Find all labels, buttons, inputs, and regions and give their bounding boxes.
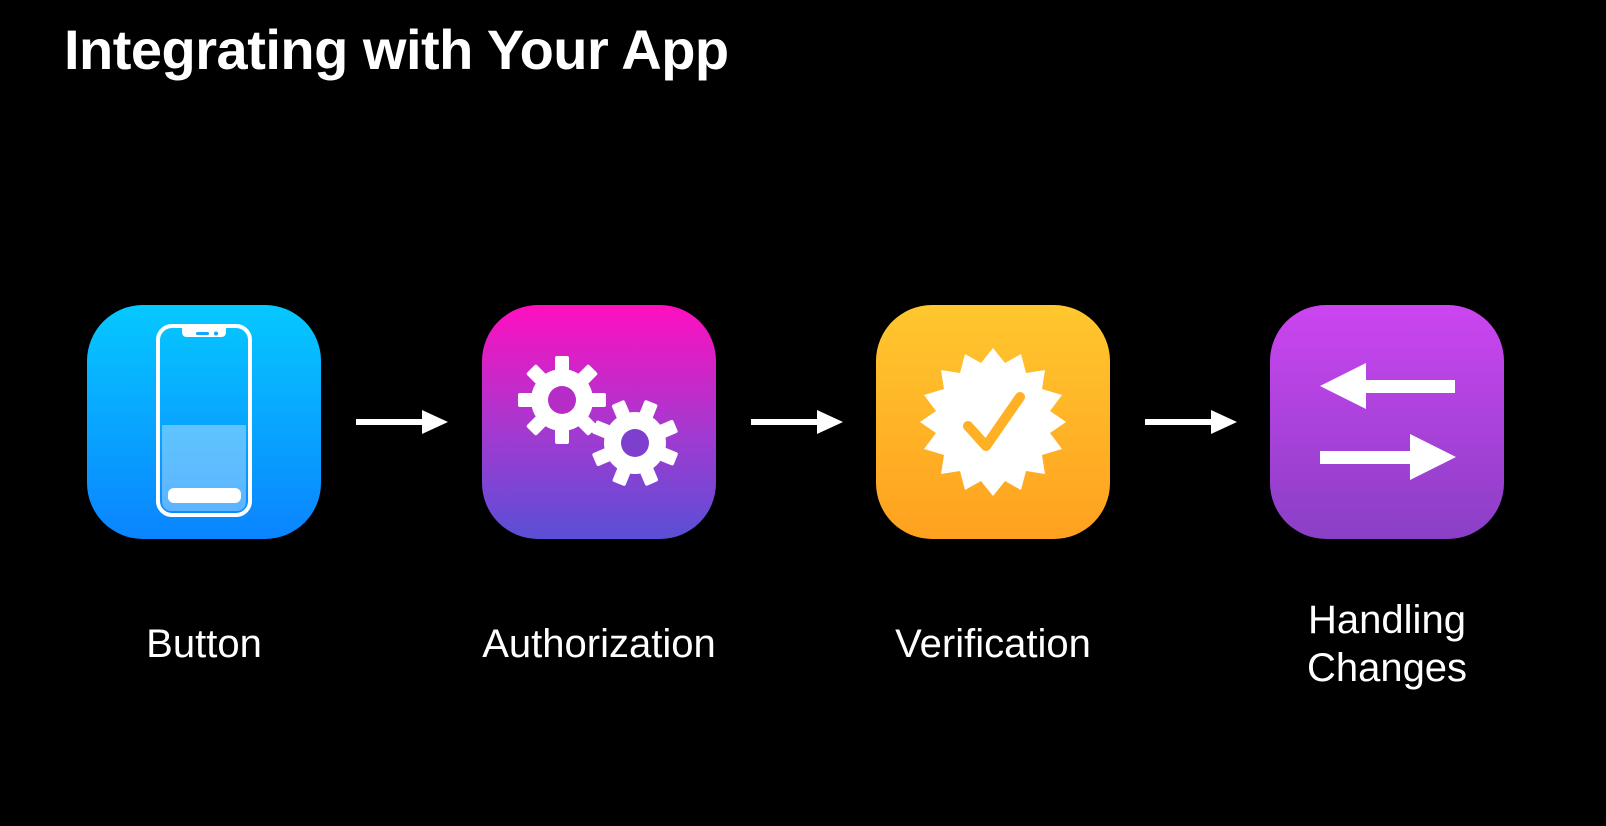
right-arrow-icon [1145,405,1237,439]
step-label-line: Changes [1306,646,1468,690]
step-label-handling-changes: Handling Changes [1237,596,1537,692]
right-arrow-icon [356,405,448,439]
step-label-button: Button [146,622,262,666]
button-step-tile [87,305,321,539]
verification-step-tile [876,305,1110,539]
step-label-verification: Verification [895,622,1091,666]
step-label-authorization: Authorization [482,622,716,666]
handling-changes-step-tile [1270,305,1504,539]
swap-arrows-icon [1320,363,1456,480]
slide-title: Integrating with Your App [64,18,729,81]
authorization-step-tile [482,305,716,539]
phone-icon [156,324,252,517]
verified-badge-icon [920,348,1066,496]
right-arrow-icon [751,405,843,439]
gears-icon [518,356,678,486]
step-label-line: Handling [1308,598,1466,642]
